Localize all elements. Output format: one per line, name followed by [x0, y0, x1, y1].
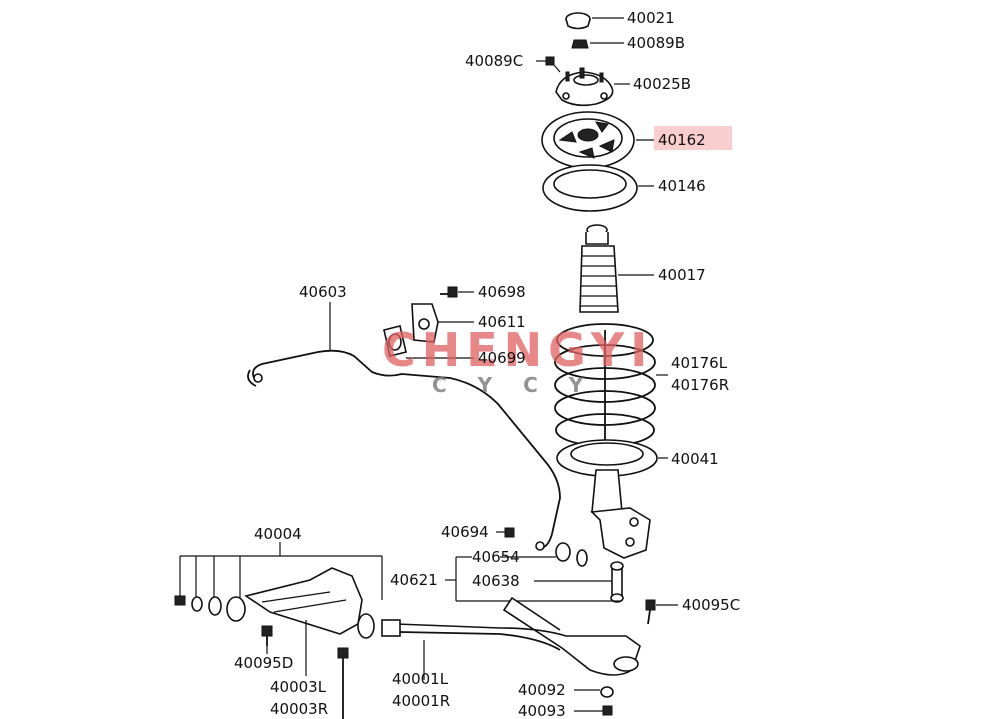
label-40089C: 40089C: [465, 52, 523, 70]
bolt-40003[interactable]: [337, 647, 349, 719]
label-40654: 40654: [472, 548, 520, 566]
label-40095C: 40095C: [682, 596, 740, 614]
washer-40004b[interactable]: [191, 596, 203, 612]
nut-40093[interactable]: [602, 705, 613, 716]
label-40611: 40611: [478, 313, 526, 331]
label-40025B: 40025B: [633, 75, 691, 93]
label-40638: 40638: [472, 572, 520, 590]
washer-40654b[interactable]: [576, 549, 588, 567]
label-40092: 40092: [518, 681, 566, 699]
mount-40025B[interactable]: [555, 67, 614, 107]
cap-40021[interactable]: [565, 12, 591, 30]
label-40041: 40041: [671, 450, 719, 468]
watermark-sub: C Y C Y: [432, 373, 595, 397]
seat-40146[interactable]: [542, 164, 638, 212]
bracket-40003[interactable]: [244, 567, 375, 639]
label-40004: 40004: [254, 525, 302, 543]
label-40699: 40699: [478, 349, 526, 367]
label-40603: 40603: [299, 283, 347, 301]
nut-40694[interactable]: [504, 527, 515, 538]
stabilizer-bar-40603[interactable]: [247, 349, 561, 551]
label-40146: 40146: [658, 177, 706, 195]
bolt-40004a[interactable]: [174, 595, 186, 606]
bushing-40699[interactable]: [383, 325, 407, 357]
nut-40089C[interactable]: [545, 56, 555, 66]
link-40638[interactable]: [610, 561, 624, 603]
bolt-40095C[interactable]: [645, 599, 656, 625]
label-40176R: 40176R: [671, 376, 729, 394]
label-40089B: 40089B: [627, 34, 685, 52]
label-40003L: 40003L: [270, 678, 327, 696]
watermark-main: CHENGYI: [382, 323, 653, 377]
highlight-40162: [654, 126, 732, 150]
label-40694: 40694: [441, 523, 489, 541]
label-40095D: 40095D: [234, 654, 293, 672]
bearing-40162[interactable]: [541, 111, 635, 169]
label-40162: 40162: [658, 131, 706, 149]
strut-40041[interactable]: [556, 439, 658, 559]
label-40001R: 40001R: [392, 692, 450, 710]
label-40021: 40021: [627, 9, 675, 27]
bumper-40017[interactable]: [579, 224, 619, 313]
washer-40004c[interactable]: [208, 596, 222, 616]
bushing-40654[interactable]: [555, 542, 571, 562]
label-40017: 40017: [658, 266, 706, 284]
label-40001L: 40001L: [392, 670, 449, 688]
bushing-40004d[interactable]: [226, 596, 246, 622]
nut-40092[interactable]: [600, 686, 614, 698]
label-40698: 40698: [478, 283, 526, 301]
lower-arm-40001[interactable]: [381, 596, 641, 676]
bolt-40095D[interactable]: [261, 625, 273, 646]
label-40176L: 40176L: [671, 354, 728, 372]
label-40093: 40093: [518, 702, 566, 719]
nut-40089B[interactable]: [571, 39, 589, 49]
bolt-40698[interactable]: [440, 286, 458, 298]
bracket-40611[interactable]: [411, 303, 439, 343]
label-40003R: 40003R: [270, 700, 328, 718]
label-40621: 40621: [390, 571, 438, 589]
